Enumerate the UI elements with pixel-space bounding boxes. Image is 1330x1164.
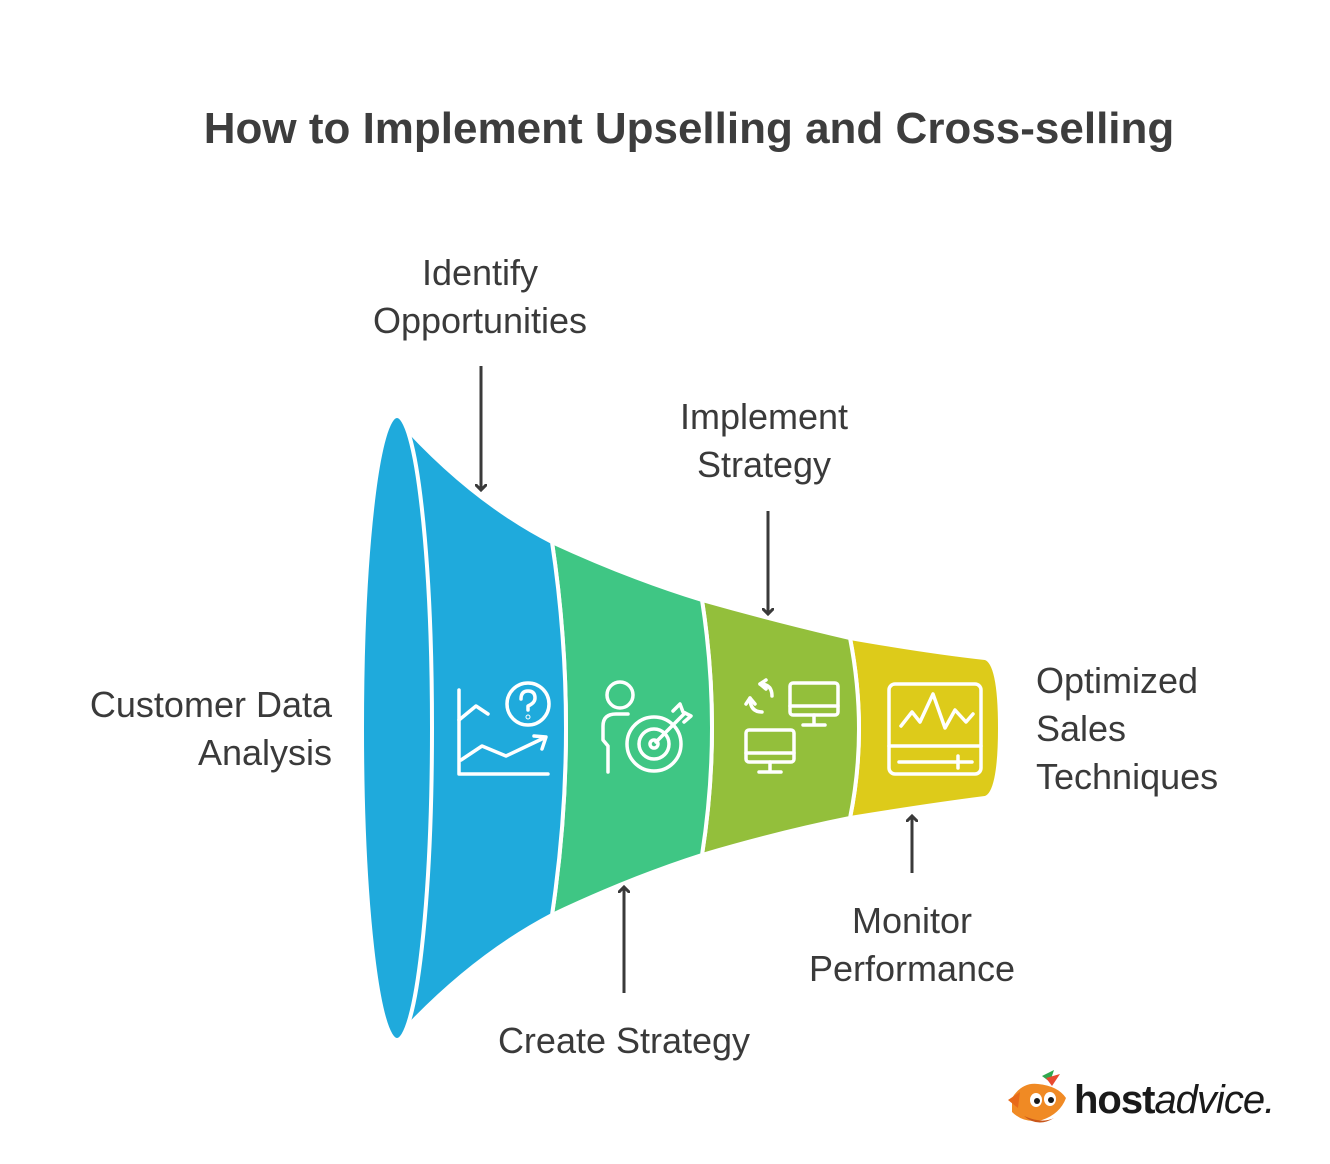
- fox-mascot-icon: [1008, 1070, 1066, 1123]
- brand-advice: advice.: [1154, 1078, 1275, 1122]
- label-customer-data-analysis: Customer Data Analysis: [89, 684, 332, 773]
- label-monitor-performance: Monitor Performance: [808, 900, 1016, 989]
- person-target-icon: [601, 680, 693, 774]
- funnel-segment-implement-strategy: [699, 597, 861, 858]
- funnel-segment-monitor-performance: [847, 635, 1003, 821]
- monitors-sync-icon: [744, 678, 840, 774]
- label-optimized-sales-techniques: Optimized Sales Techniques: [1036, 660, 1219, 797]
- monitor-chart-icon: [887, 682, 983, 776]
- label-implement-strategy: Implement Strategy: [679, 396, 849, 485]
- page-title: How to Implement Upselling and Cross-sel…: [203, 104, 1175, 153]
- label-create-strategy: Create Strategy: [497, 1020, 751, 1061]
- brand-logo: hostadvice.: [1074, 1078, 1275, 1123]
- funnel-segment-identify-opportunities: [395, 412, 568, 1044]
- label-identify-opportunities: Identify Opportunities: [372, 252, 588, 341]
- funnel-mouth: [360, 414, 434, 1042]
- analytics-question-icon: [457, 681, 551, 776]
- brand-host: host: [1074, 1078, 1155, 1122]
